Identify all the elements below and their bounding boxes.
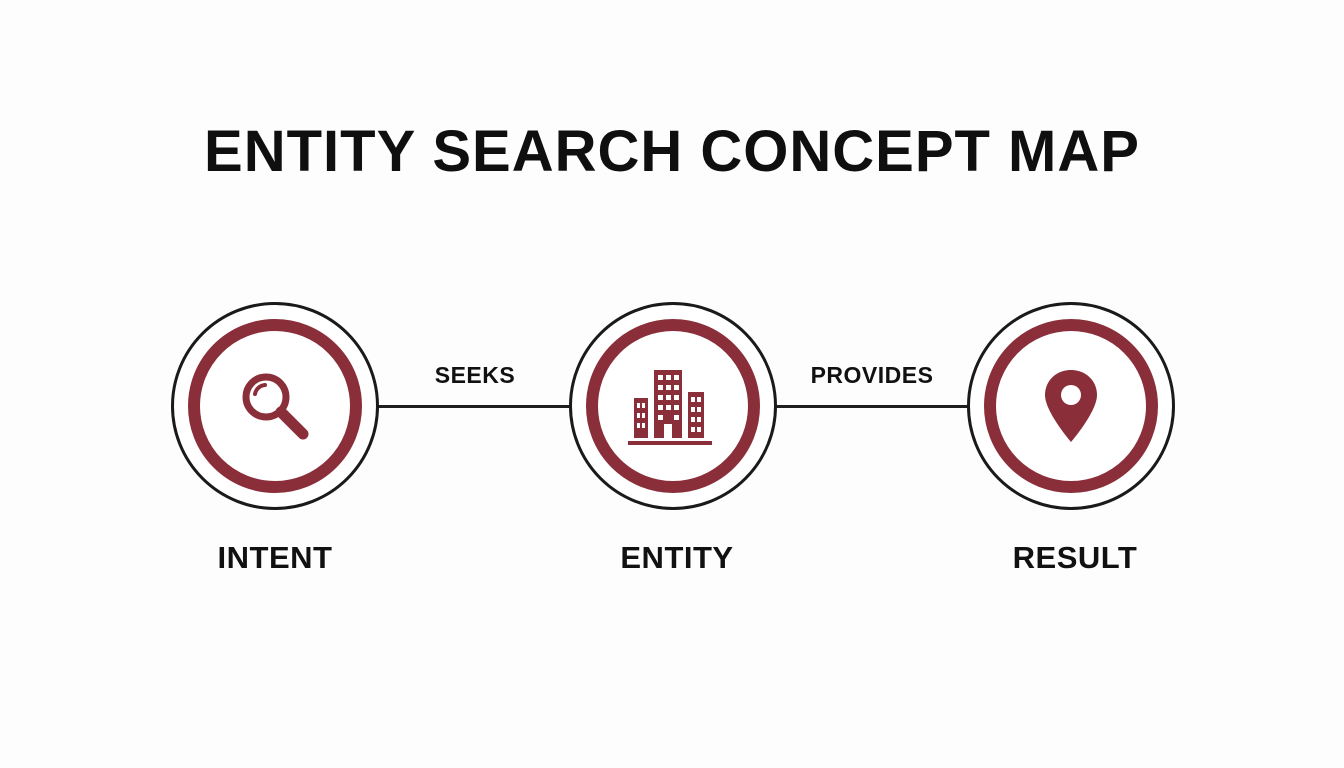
- connector-intent-entity: [378, 405, 572, 408]
- connector-entity-result: [776, 405, 970, 408]
- node-entity-ring: [586, 319, 760, 493]
- node-label-result: RESULT: [1012, 540, 1138, 575]
- diagram-title: ENTITY SEARCH CONCEPT MAP: [204, 119, 1140, 184]
- buildings-icon: [628, 370, 712, 445]
- location-pin-icon: [1045, 370, 1097, 442]
- magnifying-glass-icon: [242, 373, 309, 440]
- node-entity: [569, 302, 777, 510]
- edge-label-provides: PROVIDES: [810, 362, 934, 388]
- node-intent: [171, 302, 379, 510]
- node-intent-ring: [188, 319, 362, 493]
- edge-label-seeks: SEEKS: [434, 362, 516, 388]
- node-label-intent: INTENT: [217, 540, 333, 575]
- node-label-entity: ENTITY: [620, 540, 734, 575]
- node-result-ring: [984, 319, 1158, 493]
- node-result: [967, 302, 1175, 510]
